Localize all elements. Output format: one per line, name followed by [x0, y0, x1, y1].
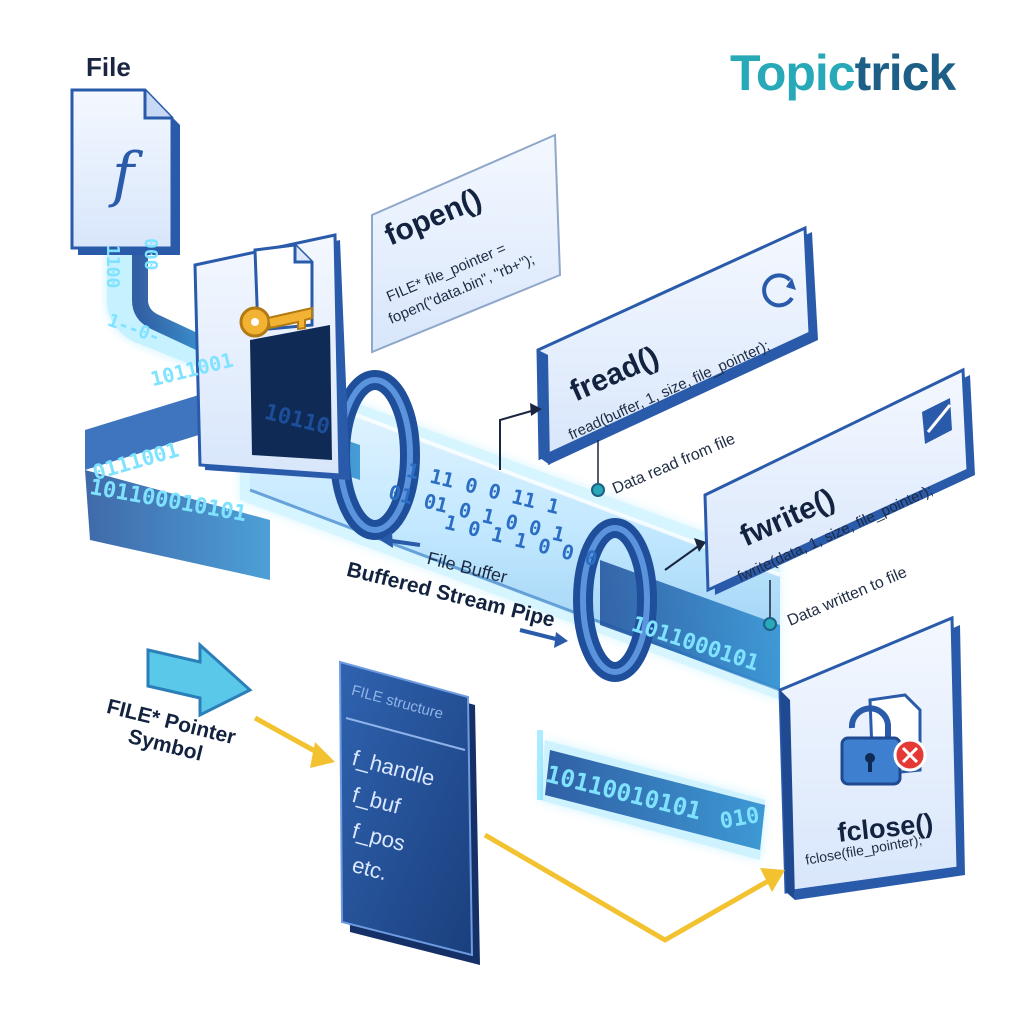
- brand-logo: Topictrick: [730, 44, 955, 102]
- bits-vertical-a: 1100: [102, 245, 123, 288]
- file-label: File: [86, 52, 131, 83]
- pointer-to-struct-arrow: [255, 718, 335, 768]
- close-icon: [895, 740, 925, 770]
- fwrite-card: [705, 370, 975, 595]
- pointer-arrow-icon: [148, 645, 250, 715]
- brand-part-1: Topic: [730, 45, 855, 101]
- file-glyph: f: [112, 140, 134, 210]
- bits-vertical-b: 000: [140, 238, 161, 271]
- brand-part-2: trick: [855, 45, 956, 101]
- fread-note-marker: [592, 440, 604, 496]
